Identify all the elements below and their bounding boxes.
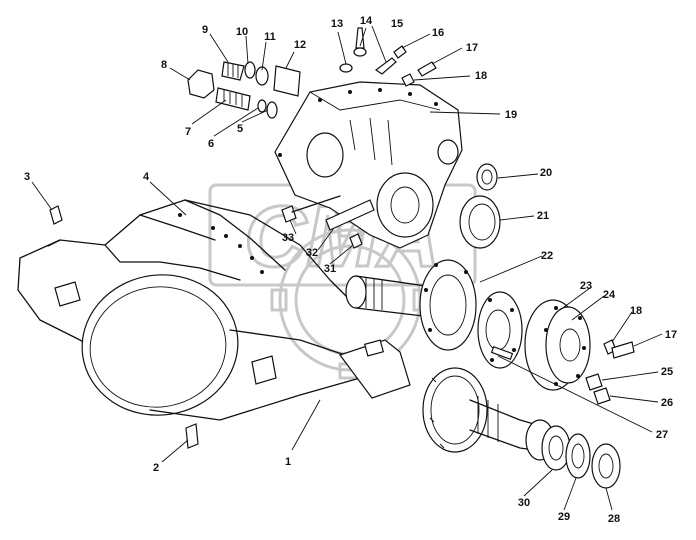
- spindle-nuts: [541, 425, 621, 489]
- leader-lines: [31, 25, 663, 511]
- callout-2: 2: [153, 462, 159, 474]
- callout-28: 28: [608, 513, 620, 525]
- bolts-top: [339, 27, 437, 87]
- callout-20: 20: [540, 167, 552, 179]
- differential-carrier: [274, 81, 463, 249]
- callout-24: 24: [603, 289, 616, 301]
- callout-10: 10: [236, 26, 248, 38]
- callout-33: 33: [282, 232, 294, 244]
- callout-25: 25: [661, 366, 673, 378]
- axle-spindle: [339, 339, 555, 461]
- callout-5: 5: [237, 123, 243, 135]
- callout-16: 16: [432, 27, 444, 39]
- callout-8: 8: [161, 59, 167, 71]
- callout-7: 7: [185, 126, 191, 138]
- callout-23: 23: [580, 280, 592, 292]
- callout-labels: 1 2 3 4 5 6 7 8 9 10 11 12 13 14 15 16 1…: [24, 15, 677, 525]
- callout-15: 15: [391, 18, 403, 30]
- callout-17-top: 17: [466, 42, 478, 54]
- callout-6: 6: [208, 138, 214, 150]
- callout-26: 26: [661, 397, 673, 409]
- callout-13: 13: [331, 18, 343, 30]
- callout-1: 1: [285, 456, 291, 468]
- axle-shaft: [345, 259, 523, 369]
- callout-12: 12: [294, 39, 306, 51]
- bolts-right: [585, 339, 635, 405]
- callout-18-top: 18: [475, 70, 487, 82]
- callout-30: 30: [518, 497, 530, 509]
- callout-19: 19: [505, 109, 517, 121]
- callout-4: 4: [143, 171, 150, 183]
- callout-3: 3: [24, 171, 30, 183]
- callout-18-right: 18: [630, 305, 642, 317]
- callout-11: 11: [264, 31, 276, 43]
- callout-17-right: 17: [665, 329, 677, 341]
- callout-21: 21: [537, 210, 549, 222]
- wheel-hub: [524, 299, 591, 391]
- callout-31: 31: [324, 263, 336, 275]
- seal-and-bearing: [459, 163, 501, 249]
- bolts-center: [281, 195, 375, 249]
- callout-22: 22: [541, 250, 553, 262]
- callout-27: 27: [656, 429, 668, 441]
- bolts-left: [49, 205, 199, 449]
- callout-14: 14: [360, 15, 373, 27]
- fitting-parts: [187, 61, 301, 119]
- axle-housing: [17, 199, 361, 421]
- callout-32: 32: [306, 247, 318, 259]
- callout-29: 29: [558, 511, 570, 523]
- callout-9: 9: [202, 24, 208, 36]
